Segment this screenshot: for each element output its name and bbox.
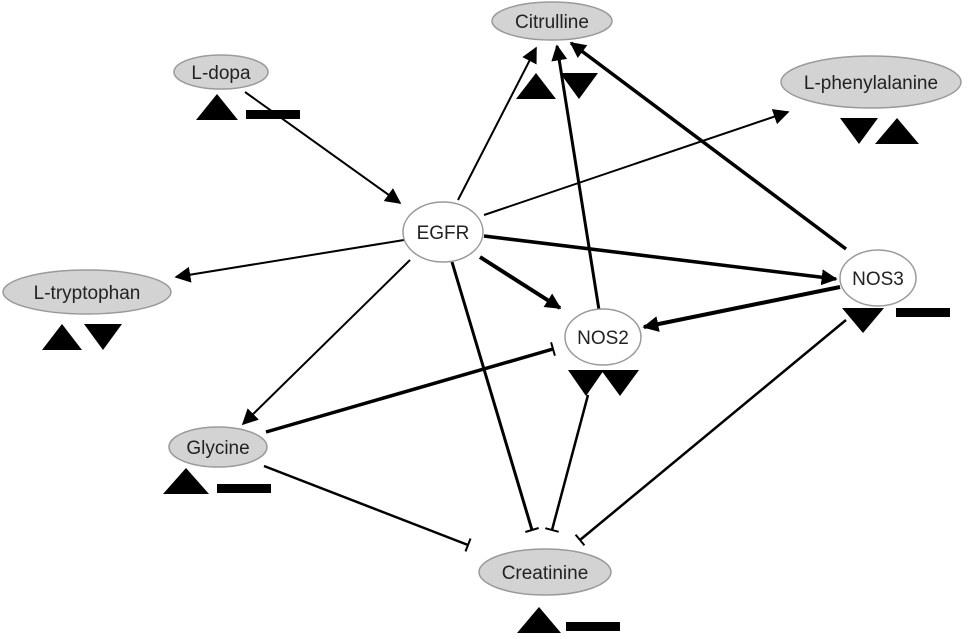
edge-egfr-creatinine: [450, 261, 539, 533]
node-glycine: Glycine: [168, 426, 268, 468]
node-egfr-label: EGFR: [417, 223, 470, 244]
nos3-down-triangle-icon: [842, 308, 884, 333]
node-nos2-label: NOS2: [577, 328, 629, 349]
edge-egfr-glycine: [241, 259, 411, 426]
citrulline-down-triangle-icon: [560, 73, 598, 99]
node-creatinine-label: Creatinine: [502, 563, 589, 584]
indicators: [42, 73, 950, 633]
node-ldopa: L-dopa: [173, 54, 269, 90]
edge-egfr-ltryptophan: [174, 239, 405, 283]
edge-nos3-nos2: [642, 285, 841, 332]
edge-nos3-creatinine: [574, 319, 847, 547]
node-creatinine: Creatinine: [478, 548, 612, 596]
edge-nos2-creatinine: [544, 394, 590, 533]
nos3-unchanged-bar-icon: [896, 308, 950, 317]
lphenylalanine-up-triangle-icon: [875, 118, 919, 144]
edge-egfr-nos2: [478, 255, 562, 310]
edges: [174, 41, 848, 552]
node-lphenylalanine-label: L-phenylalanine: [804, 73, 938, 94]
glycine-up-triangle-icon: [163, 468, 209, 494]
edge-egfr-nos3: [483, 234, 838, 286]
ldopa-unchanged-bar-icon: [246, 110, 300, 119]
edge-glycine-nos2: [265, 341, 556, 434]
node-nos2: NOS2: [564, 308, 642, 366]
edge-egfr-citrulline: [457, 46, 537, 201]
ltryptophan-up-triangle-icon: [42, 324, 82, 350]
node-nos3-label: NOS3: [852, 269, 904, 290]
ltryptophan-down-triangle-icon: [84, 324, 122, 350]
edge-ldopa-egfr: [244, 91, 402, 204]
node-citrulline-label: Citrulline: [515, 12, 589, 33]
lphenylalanine-down-triangle-icon: [840, 118, 878, 144]
edge-glycine-creatinine: [263, 464, 472, 552]
node-glycine-label: Glycine: [186, 438, 249, 459]
node-lphenylalanine: L-phenylalanine: [780, 55, 962, 109]
node-nos3: NOS3: [839, 249, 917, 307]
node-ltryptophan: L-tryptophan: [2, 269, 172, 315]
node-ltryptophan-label: L-tryptophan: [34, 283, 141, 304]
node-citrulline: Citrulline: [491, 1, 613, 41]
glycine-unchanged-bar-icon: [217, 484, 271, 493]
ldopa-up-triangle-icon: [196, 94, 238, 120]
nos2-down-triangle-icon-2: [601, 370, 639, 396]
edge-nos2-citrulline: [551, 44, 601, 311]
nos2-down-triangle-icon-1: [568, 370, 604, 396]
creatinine-up-triangle-icon: [517, 607, 561, 633]
edge-egfr-lphenylalanine: [483, 109, 790, 216]
creatinine-unchanged-bar-icon: [566, 622, 620, 631]
node-ldopa-label: L-dopa: [191, 63, 251, 84]
citrulline-up-triangle-icon: [516, 73, 556, 99]
edge-nos3-citrulline: [569, 41, 848, 251]
node-egfr: EGFR: [402, 201, 484, 263]
